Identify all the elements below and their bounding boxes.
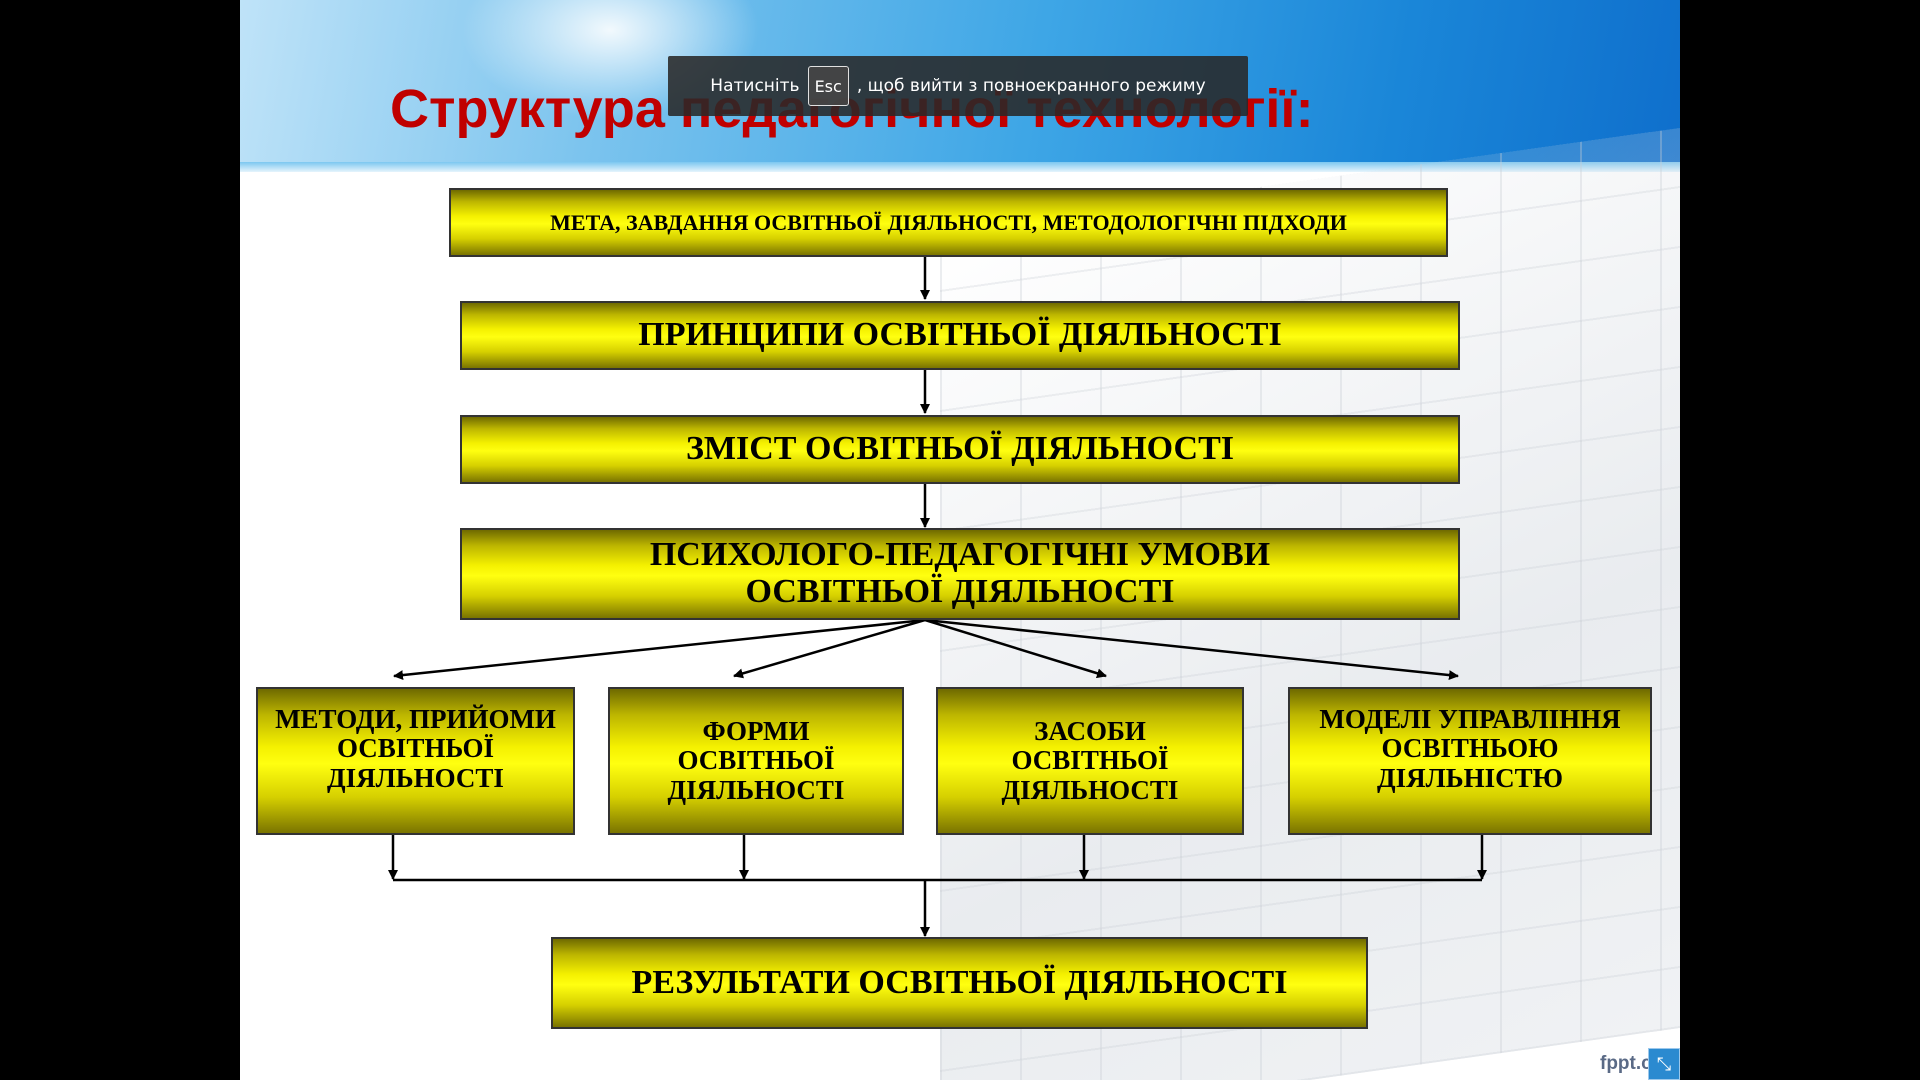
box-means-line-2: ОСВІТНЬОЇ <box>1011 745 1169 776</box>
box-content: ЗМІСТ ОСВІТНЬОЇ ДІЯЛЬНОСТІ <box>460 415 1460 484</box>
arrow-conditions-to-means <box>924 618 1107 679</box>
box-means-line-3: ДІЯЛЬНОСТІ <box>1001 774 1179 805</box>
box-means-line-1: ЗАСОБИ <box>1034 716 1146 747</box>
box-methods-line-2: ОСВІТНЬОЇ <box>336 733 495 764</box>
box-means: ЗАСОБИ ОСВІТНЬОЇ ДІЯЛЬНОСТІ <box>936 687 1244 835</box>
box-results-label: РЕЗУЛЬТАТИ ОСВІТНЬОЇ ДІЯЛЬНОСТІ <box>631 963 1288 1001</box>
box-models-line-3: ДІЯЛЬНІСТЮ <box>1377 762 1563 793</box>
box-goal: МЕТА, ЗАВДАННЯ ОСВІТНЬОЇ ДІЯЛЬНОСТІ, МЕТ… <box>449 188 1448 257</box>
box-methods: МЕТОДИ, ПРИЙОМИ ОСВІТНЬОЇ ДІЯЛЬНОСТІ <box>256 687 575 835</box>
box-forms: ФОРМИ ОСВІТНЬОЇ ДІЯЛЬНОСТІ <box>608 687 904 835</box>
box-forms-line-3: ДІЯЛЬНОСТІ <box>667 774 845 805</box>
arrow-conditions-to-methods <box>393 618 926 681</box>
esc-key-badge: Esc <box>807 66 849 106</box>
arrow-conditions-to-models <box>924 618 1459 681</box>
box-conditions: ПСИХОЛОГО-ПЕДАГОГІЧНІ УМОВИ ОСВІТНЬОЇ ДІ… <box>460 528 1460 620</box>
exit-fullscreen-icon[interactable]: ⤡ <box>1648 1048 1680 1080</box>
box-forms-line-1: ФОРМИ <box>702 716 810 747</box>
box-conditions-line-2: ОСВІТНЬОЇ ДІЯЛЬНОСТІ <box>745 573 1175 610</box>
box-results: РЕЗУЛЬТАТИ ОСВІТНЬОЇ ДІЯЛЬНОСТІ <box>551 937 1368 1029</box>
box-methods-line-3: ДІЯЛЬНОСТІ <box>327 762 504 793</box>
box-principles: ПРИНЦИПИ ОСВІТНЬОЇ ДІЯЛЬНОСТІ <box>460 301 1460 370</box>
box-principles-label: ПРИНЦИПИ ОСВІТНЬОЇ ДІЯЛЬНОСТІ <box>638 316 1282 354</box>
toast-text-before: Натисніть <box>710 76 800 96</box>
fullscreen-exit-toast: Натисніть Esc , щоб вийти з повноекранно… <box>668 56 1248 116</box>
box-conditions-line-1: ПСИХОЛОГО-ПЕДАГОГІЧНІ УМОВИ <box>649 536 1271 574</box>
box-content-label: ЗМІСТ ОСВІТНЬОЇ ДІЯЛЬНОСТІ <box>685 430 1235 468</box>
box-models-line-1: МОДЕЛІ УПРАВЛІННЯ <box>1319 704 1621 735</box>
arrow-conditions-to-forms <box>733 618 926 679</box>
box-goal-label: МЕТА, ЗАВДАННЯ ОСВІТНЬОЇ ДІЯЛЬНОСТІ, МЕТ… <box>550 209 1347 235</box>
box-methods-line-1: МЕТОДИ, ПРИЙОМИ <box>275 704 556 735</box>
box-forms-line-2: ОСВІТНЬОЇ <box>677 745 835 776</box>
box-models-line-2: ОСВІТНЬОЮ <box>1381 733 1559 764</box>
box-models: МОДЕЛІ УПРАВЛІННЯ ОСВІТНЬОЮ ДІЯЛЬНІСТЮ <box>1288 687 1652 835</box>
toast-text-after: , щоб вийти з повноекранного режиму <box>856 76 1206 96</box>
